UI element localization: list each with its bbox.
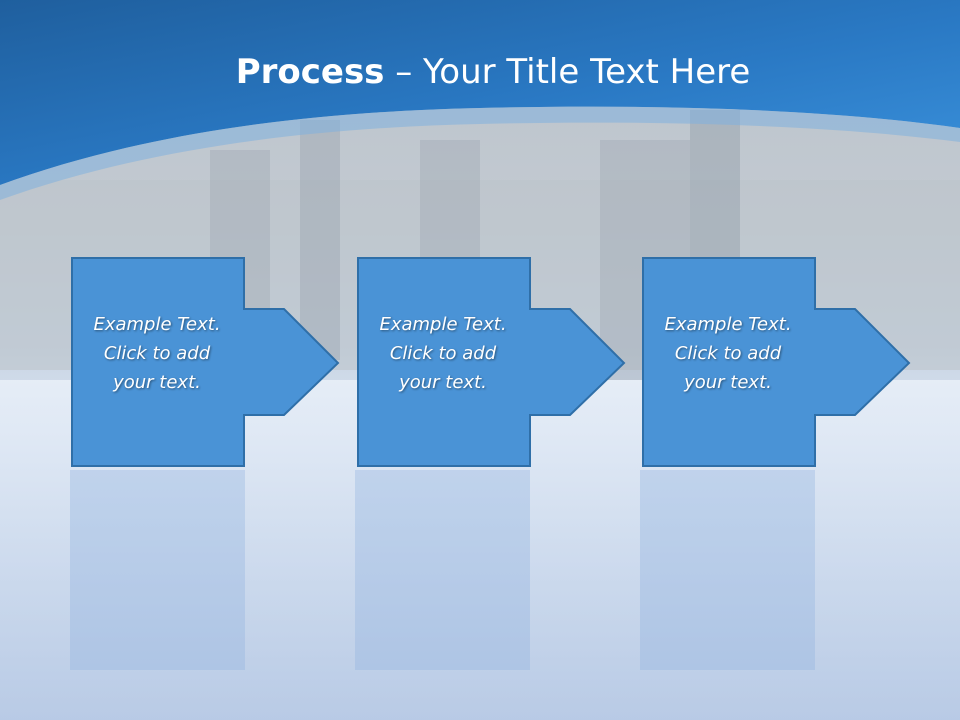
process-step-2[interactable]: Example Text. Click to add your text. [357,257,697,467]
step-line: Example Text. [379,314,507,335]
step-text: Example Text. Click to add your text. [71,310,243,397]
step-arrow-shape [357,257,626,467]
step-line: Click to add [389,343,497,364]
step-line: Click to add [103,343,211,364]
page-title: Process – Your Title Text Here [0,52,960,92]
step-line: Click to add [674,343,782,364]
step-arrow-shape [642,257,911,467]
step-text: Example Text. Click to add your text. [357,310,529,397]
step-line: your text. [684,372,772,393]
step-arrow-shape [71,257,340,467]
process-step-3[interactable]: Example Text. Click to add your text. [642,257,960,467]
step-line: your text. [113,372,201,393]
step-text: Example Text. Click to add your text. [642,310,814,397]
title-bold: Process [235,52,385,92]
process-step-1[interactable]: Example Text. Click to add your text. [71,257,411,467]
title-rest: – Your Title Text Here [384,52,751,92]
step-line: Example Text. [93,314,221,335]
step-line: Example Text. [664,314,792,335]
step-line: your text. [399,372,487,393]
